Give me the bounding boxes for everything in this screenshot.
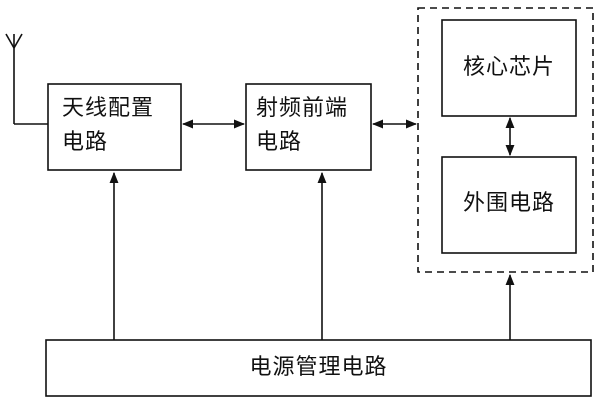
peripheral-block [441, 156, 577, 254]
rf-frontend-label-line1: 射频前端 [256, 96, 349, 121]
chip-module-dashed-frame [417, 7, 594, 273]
power-mgmt-label: 电源管理电路 [249, 355, 388, 380]
antenna-icon [5, 33, 23, 124]
antenna-config-label-line1: 天线配置 [62, 96, 155, 121]
antenna-config-block [47, 83, 182, 171]
core-chip-label: 核心芯片 [462, 55, 555, 80]
power-mgmt-block [45, 339, 592, 397]
antenna-config-label: 天线配置 电路 [62, 92, 154, 160]
peripheral-label: 外围电路 [462, 191, 555, 216]
rf-frontend-label-line2: 电路 [256, 130, 303, 155]
rf-frontend-label: 射频前端 电路 [256, 92, 348, 160]
antenna-config-label-line2: 电路 [62, 130, 109, 155]
core-chip-block [441, 19, 577, 117]
rf-frontend-block [245, 83, 372, 171]
